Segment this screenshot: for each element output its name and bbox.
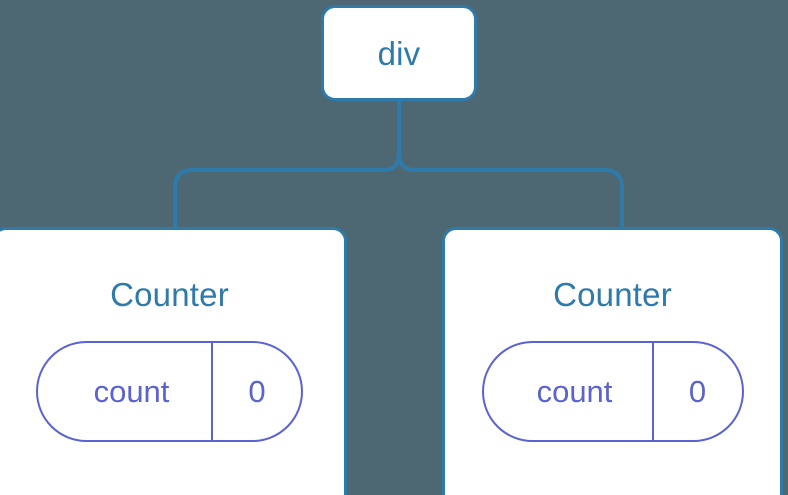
state-key-right: count bbox=[536, 374, 613, 409]
edge-root-to-right-counter bbox=[397, 99, 624, 231]
state-value-right: 0 bbox=[651, 343, 742, 440]
node-counter-left[interactable]: Counter count 0 bbox=[0, 227, 347, 495]
state-capsule-left[interactable]: count 0 bbox=[36, 341, 303, 442]
node-counter-left-label: Counter bbox=[110, 276, 229, 313]
node-counter-right-label: Counter bbox=[553, 276, 672, 313]
node-div-label: div bbox=[377, 34, 421, 72]
edge-root-to-left-counter bbox=[173, 150, 401, 231]
node-div[interactable]: div bbox=[321, 5, 477, 101]
state-capsule-right[interactable]: count 0 bbox=[481, 341, 744, 442]
state-key-left: count bbox=[93, 374, 170, 409]
node-counter-right[interactable]: Counter count 0 bbox=[442, 227, 783, 495]
state-value-left: 0 bbox=[211, 343, 301, 440]
